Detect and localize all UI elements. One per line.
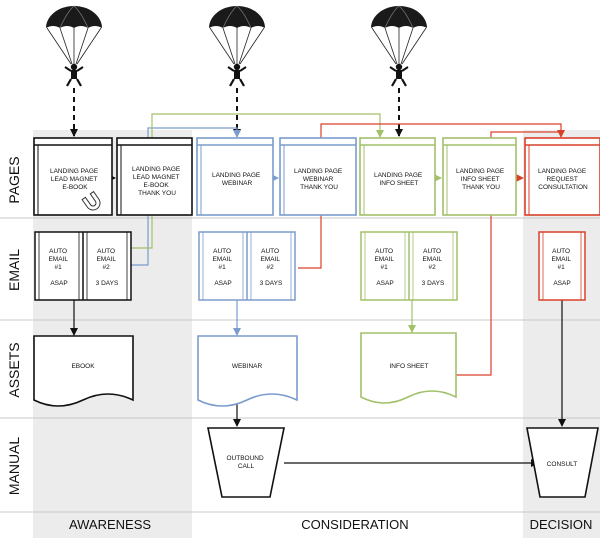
landing-page-webinar-thank-you-label: LANDING PAGE WEBINAR THANK YOU [294,168,344,191]
consult-label: CONSULT [547,461,578,468]
auto-email-1-info-sheet[interactable]: AUTO EMAIL #1 ASAP [374,248,395,287]
email-group-info-sheet: AUTO EMAIL #1 ASAP AUTO EMAIL #2 3 DAYS [360,231,458,301]
auto-email-1-consultation[interactable]: AUTO EMAIL #1 ASAP [551,248,572,287]
manual-consult[interactable]: CONSULT [526,427,599,498]
row-label-assets: ASSETS [6,342,22,397]
landing-page-webinar-label: LANDING PAGE WEBINAR [212,172,262,187]
asset-info-sheet[interactable]: INFO SHEET [360,332,457,404]
landing-page-lead-magnet-thank-you-label: LANDING PAGE LEAD MAGNET E-BOOK THANK YO… [132,166,182,197]
landing-page-lead-magnet[interactable]: LANDING PAGE LEAD MAGNET E-BOOK [33,137,113,216]
parachute-icon [207,4,267,88]
parachute-icon [369,4,429,88]
landing-page-info-sheet-thank-you-label: LANDING PAGE INFO SHEET THANK YOU [456,168,506,191]
asset-info-sheet-label: INFO SHEET [389,363,428,370]
landing-page-request-consultation[interactable]: LANDING PAGE REQUEST CONSULTATION [524,137,600,216]
asset-webinar-label: WEBINAR [232,363,263,370]
stage-label-consideration: CONSIDERATION [301,517,408,532]
row-label-pages: PAGES [6,156,22,203]
stage-label-awareness: AWARENESS [69,517,151,532]
row-label-manual: MANUAL [6,437,22,496]
manual-row: OUTBOUND CALL CONSULT [207,427,599,498]
connectors [70,113,566,467]
traffic-sources [44,4,429,88]
pages-row: LANDING PAGE LEAD MAGNET E-BOOK LANDING … [33,137,600,216]
auto-email-1-ebook[interactable]: AUTO EMAIL #1 ASAP [48,248,69,287]
magnet-icon [81,190,101,211]
email-group-consultation: AUTO EMAIL #1 ASAP [538,231,586,301]
assets-row: EBOOK WEBINAR INFO SHEET [33,332,457,407]
auto-email-2-ebook[interactable]: AUTO EMAIL #2 3 DAYS [96,248,119,287]
email-row: AUTO EMAIL #1 ASAP AUTO EMAIL #2 3 DAYS … [34,231,586,301]
landing-page-webinar[interactable]: LANDING PAGE WEBINAR [196,137,274,216]
email-group-ebook: AUTO EMAIL #1 ASAP AUTO EMAIL #2 3 DAYS [34,231,132,301]
auto-email-1-webinar[interactable]: AUTO EMAIL #1 ASAP [212,248,233,287]
stage-label-decision: DECISION [530,517,593,532]
auto-email-2-info-sheet[interactable]: AUTO EMAIL #2 3 DAYS [422,248,445,287]
manual-outbound-call[interactable]: OUTBOUND CALL [207,427,285,498]
row-labels: PAGES EMAIL ASSETS MANUAL [6,156,22,495]
outbound-call-label: OUTBOUND CALL [226,455,265,470]
landing-page-request-consultation-label: LANDING PAGE REQUEST CONSULTATION [538,168,588,191]
asset-ebook[interactable]: EBOOK [33,335,134,407]
parachute-icon [44,4,104,88]
asset-webinar[interactable]: WEBINAR [197,335,298,407]
landing-page-info-sheet-label: LANDING PAGE INFO SHEET [374,172,424,187]
landing-page-lead-magnet-label: LANDING PAGE LEAD MAGNET E-BOOK [50,168,100,191]
email-group-webinar: AUTO EMAIL #1 ASAP AUTO EMAIL #2 3 DAYS [198,231,296,301]
landing-page-info-sheet[interactable]: LANDING PAGE INFO SHEET [359,137,436,216]
landing-page-webinar-thank-you[interactable]: LANDING PAGE WEBINAR THANK YOU [279,137,357,216]
landing-page-info-sheet-thank-you[interactable]: LANDING PAGE INFO SHEET THANK YOU [442,137,517,216]
landing-page-lead-magnet-thank-you[interactable]: LANDING PAGE LEAD MAGNET E-BOOK THANK YO… [116,137,193,216]
row-dividers [0,217,600,513]
row-label-email: EMAIL [6,249,22,291]
asset-ebook-label: EBOOK [71,363,95,370]
auto-email-2-webinar[interactable]: AUTO EMAIL #2 3 DAYS [260,248,283,287]
stage-labels: AWARENESS CONSIDERATION DECISION [69,517,592,532]
